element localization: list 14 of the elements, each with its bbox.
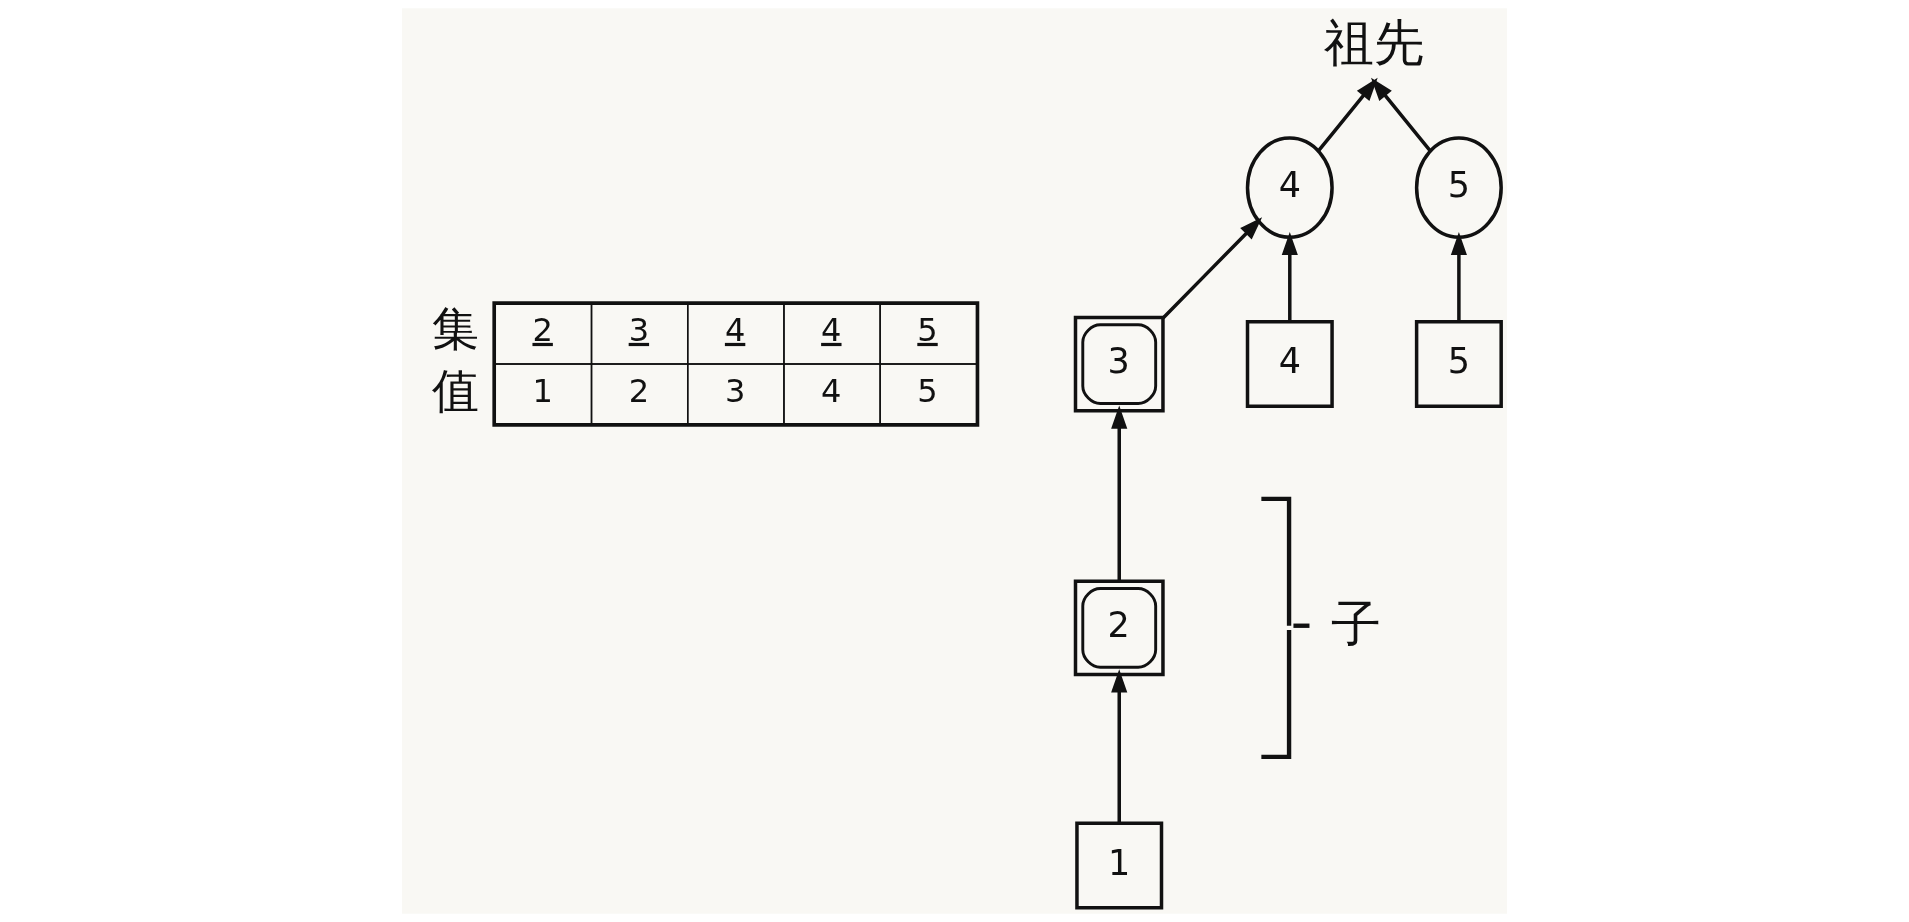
label: 5 bbox=[917, 372, 938, 411]
label: 4 bbox=[821, 372, 842, 411]
label: 4 bbox=[724, 310, 746, 349]
label: 2 bbox=[532, 310, 553, 349]
label: 4 bbox=[821, 310, 842, 349]
label: 3 bbox=[628, 310, 650, 349]
label: 集 bbox=[431, 301, 479, 356]
label: 5 bbox=[917, 310, 938, 349]
label: 1 bbox=[532, 372, 553, 411]
label: 值 bbox=[431, 364, 479, 419]
label: 子 bbox=[1330, 594, 1381, 653]
node-text: 祖先 bbox=[1324, 13, 1425, 72]
label: 2 bbox=[628, 372, 650, 411]
label: 3 bbox=[724, 372, 746, 411]
